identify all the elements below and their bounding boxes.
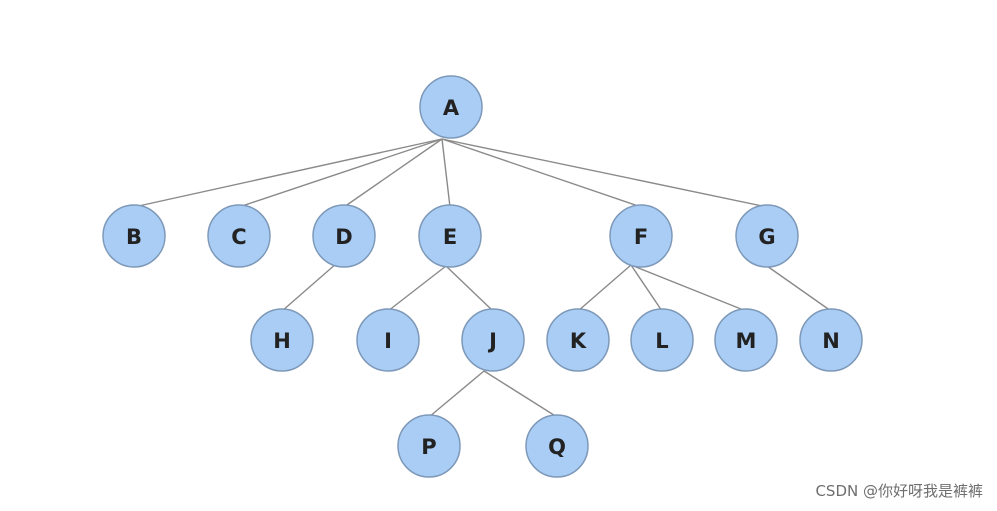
node-circle-l [630,308,694,372]
edge-a-e [441,138,451,208]
edge-j-p [428,370,485,418]
node-p: P [397,414,461,478]
node-label-n: N [822,329,840,353]
node-circle-m [714,308,778,372]
tree-nodes: A B C D E F G H I J K L M N P Q [102,75,863,478]
node-m: M [714,308,778,372]
edge-j-q [483,370,558,418]
node-e: E [418,204,482,268]
node-circle-a [419,75,483,139]
node-circle-j [461,308,525,372]
node-circle-b [102,204,166,268]
node-b: B [102,204,166,268]
node-circle-q [525,414,589,478]
node-label-a: A [443,96,460,120]
node-n: N [799,308,863,372]
node-j: J [461,308,525,372]
node-circle-f [609,204,673,268]
node-d: D [312,204,376,268]
node-circle-d [312,204,376,268]
edge-a-c [238,138,443,208]
edge-g-n [766,265,832,312]
node-a: A [419,75,483,139]
edge-e-j [445,265,494,312]
edge-f-k [577,264,632,312]
node-label-g: G [758,225,775,249]
node-label-b: B [126,225,142,249]
node-label-p: P [421,435,436,459]
edge-f-m [630,264,747,312]
node-label-i: I [384,329,392,353]
node-circle-c [207,204,271,268]
node-h: H [250,308,314,372]
node-g: G [735,204,799,268]
edge-f-l [630,264,663,312]
watermark: CSDN @你好呀我是裤裤 [815,482,983,500]
node-label-k: K [570,329,587,353]
node-label-m: M [736,329,757,353]
node-label-c: C [231,225,246,249]
node-label-e: E [443,225,457,249]
node-f: F [609,204,673,268]
edge-e-i [387,265,447,312]
node-c: C [207,204,271,268]
node-circle-k [546,308,610,372]
node-circle-e [418,204,482,268]
node-circle-n [799,308,863,372]
edge-a-d [343,138,443,208]
node-k: K [546,308,610,372]
node-label-d: D [335,225,352,249]
edge-a-b [133,138,443,208]
tree-edges [133,138,832,418]
node-label-q: Q [548,435,566,459]
node-label-l: L [655,329,668,353]
node-circle-p [397,414,461,478]
node-circle-i [356,308,420,372]
node-l: L [630,308,694,372]
edge-a-f [441,138,642,208]
node-circle-g [735,204,799,268]
node-label-h: H [273,329,291,353]
node-q: Q [525,414,589,478]
node-label-f: F [634,225,648,249]
node-circle-h [250,308,314,372]
edge-d-h [281,262,338,312]
node-i: I [356,308,420,372]
edge-a-g [441,138,768,208]
node-label-j: J [487,329,497,353]
